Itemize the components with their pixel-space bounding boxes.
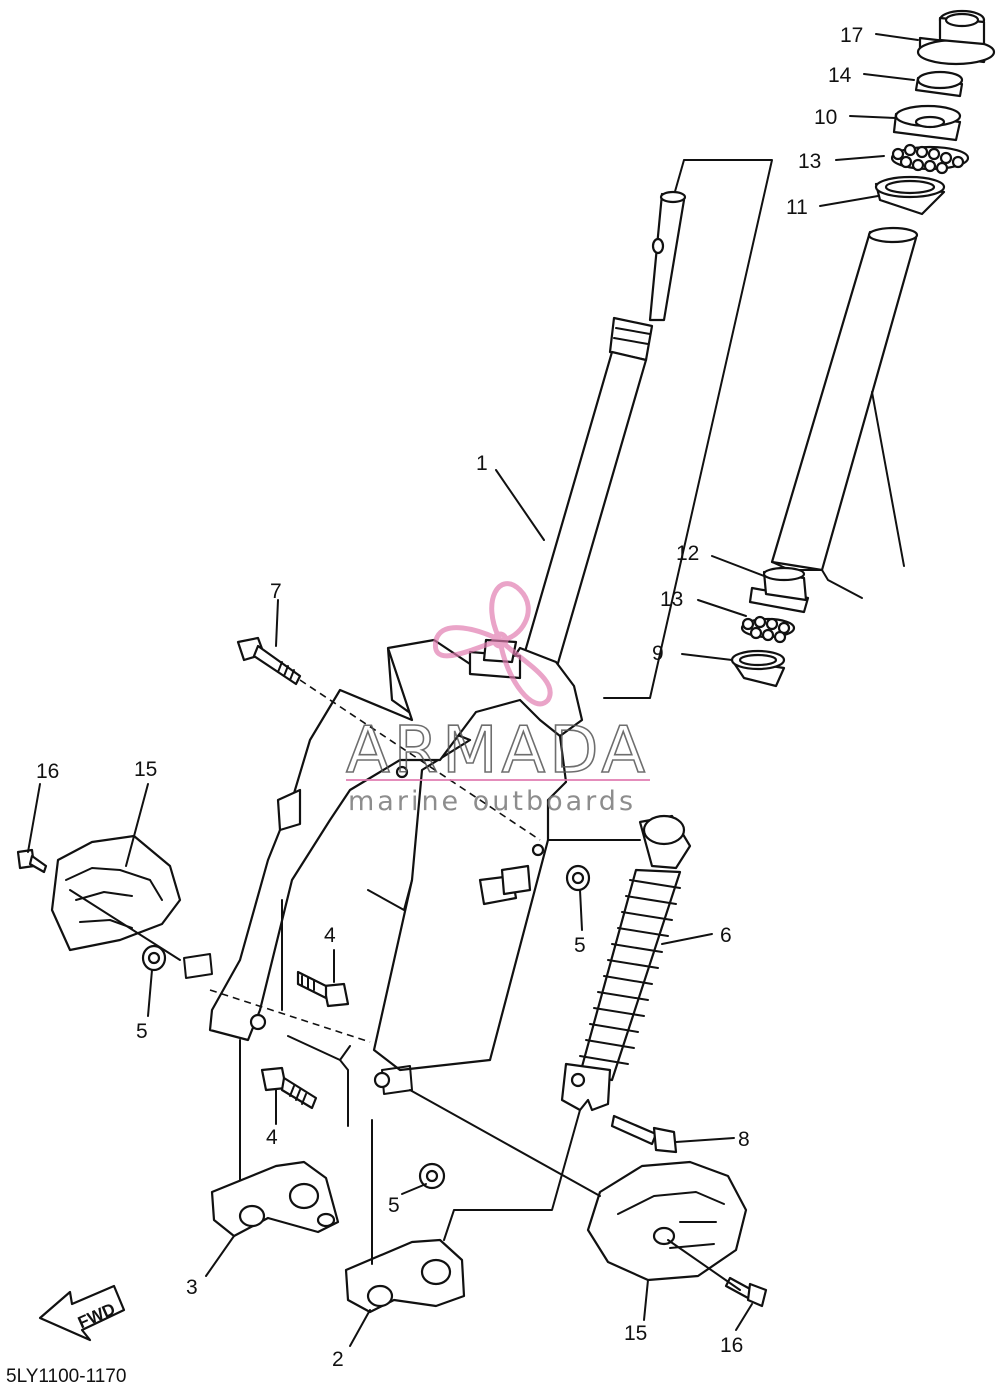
bolt-7	[236, 636, 302, 686]
bolt-4-upper	[296, 970, 350, 1008]
label-part-16-left: 16	[36, 760, 59, 783]
label-part-8: 8	[738, 1128, 750, 1151]
label-part-5-right: 5	[574, 934, 586, 957]
label-part-7: 7	[270, 580, 282, 603]
swing-arm	[183, 638, 584, 1095]
part-labels: 17 14 10 13 11 1 12 13 9 7 16 15 4 5 6 5…	[36, 24, 863, 1371]
cover-15-right	[586, 1160, 748, 1282]
label-part-16-right: 16	[720, 1334, 743, 1357]
mount-2	[344, 1238, 466, 1314]
cover-15-left	[50, 834, 182, 952]
watermark-brand: ARMADA	[346, 714, 649, 788]
watermark-tagline: marine outboards	[348, 786, 636, 817]
label-part-1: 1	[476, 452, 488, 475]
label-part-4-upper: 4	[324, 924, 336, 947]
label-part-2: 2	[332, 1348, 344, 1371]
label-part-6: 6	[720, 924, 732, 947]
watermark: ARMADA marine outboards	[345, 581, 650, 817]
bolt-4-lower	[260, 1066, 318, 1110]
outer-tube	[770, 226, 919, 599]
label-part-10: 10	[814, 106, 837, 129]
label-part-14: 14	[828, 64, 852, 87]
label-part-5-lower: 5	[388, 1194, 400, 1217]
lower-bearing-stack	[730, 566, 810, 688]
assembly-frame-lines	[603, 159, 773, 699]
label-part-9: 9	[652, 642, 664, 665]
callout-leaders	[27, 33, 919, 1347]
label-part-5-left: 5	[136, 1020, 148, 1043]
label-part-17: 17	[840, 24, 863, 47]
nuts-5	[141, 864, 591, 1190]
assembly-lines	[69, 679, 741, 1291]
armada-logo-icon	[432, 581, 553, 707]
label-part-15-left: 15	[134, 758, 157, 781]
mount-3	[210, 1160, 340, 1238]
bolt-8	[610, 1114, 678, 1154]
screws-16	[16, 848, 768, 1308]
fwd-arrow-icon: FWD	[38, 1284, 126, 1342]
label-part-15-right: 15	[624, 1322, 647, 1345]
label-part-13-upper: 13	[798, 150, 821, 173]
label-part-12: 12	[676, 542, 699, 565]
shock-absorber	[560, 814, 692, 1112]
drawing-code: 5LY1100-1170	[6, 1366, 126, 1387]
upper-bearing-stack	[874, 9, 996, 216]
label-part-4-lower: 4	[266, 1126, 278, 1149]
label-part-13-lower: 13	[660, 588, 683, 611]
label-part-11: 11	[786, 196, 808, 219]
label-part-3: 3	[186, 1276, 198, 1299]
steering-stem	[520, 190, 687, 672]
